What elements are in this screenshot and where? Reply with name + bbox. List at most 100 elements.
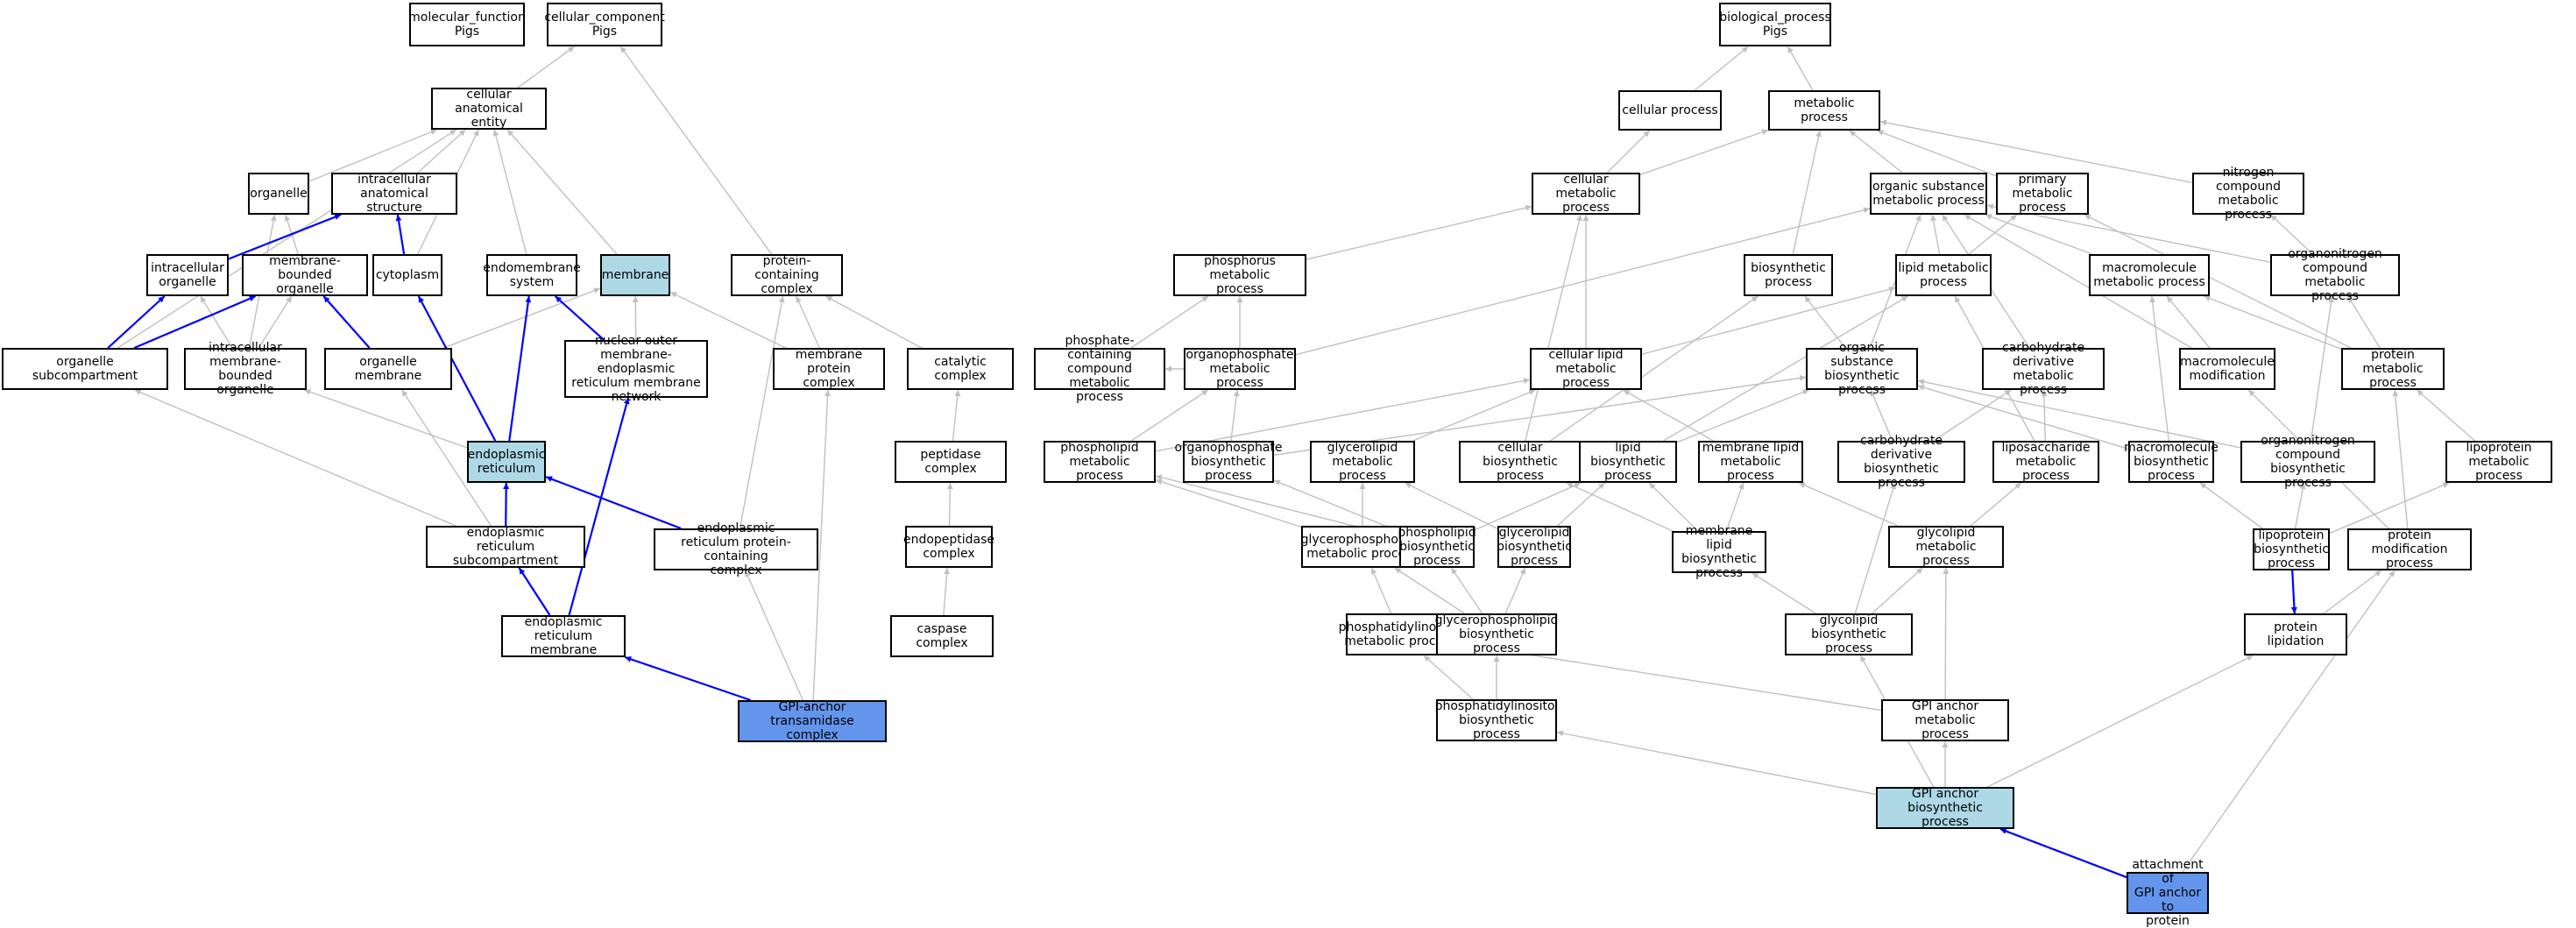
go-term-cae[interactable]: cellular anatomical entity — [431, 88, 547, 130]
go-term-lsmp[interactable]: liposaccharide metabolic process — [1992, 441, 2099, 483]
edge-ersc-to-osub — [135, 390, 456, 526]
edge-opbp-to-opmp — [1231, 390, 1237, 441]
go-term-mpc[interactable]: membrane protein complex — [773, 348, 885, 390]
go-term-cmp[interactable]: cellular metabolic process — [1532, 173, 1640, 215]
edge-lmp-to-osmp — [1932, 215, 1939, 254]
go-term-lpmp[interactable]: lipoprotein metabolic process — [2445, 441, 2552, 483]
edge-gpmp-to-plmp — [1156, 480, 1301, 528]
go-term-opbp[interactable]: organophosphate biosynthetic process — [1183, 441, 1274, 483]
path-edge-gpit-to-erm — [625, 657, 750, 700]
edge-plip-to-pmod — [2324, 570, 2381, 613]
go-term-ersc[interactable]: endoplasmic reticulum subcompartment — [426, 526, 585, 568]
go-term-pcc[interactable]: protein-containing complex — [731, 254, 843, 296]
go-term-om[interactable]: organelle membrane — [324, 348, 452, 390]
edge-macmod-to-macmp — [2167, 296, 2210, 348]
go-term-plbp[interactable]: phospholipid biosynthetic process — [1399, 526, 1475, 568]
go-term-cyto[interactable]: cytoplasm — [372, 254, 442, 296]
go-term-pmp[interactable]: primary metabolic process — [1996, 173, 2089, 215]
go-term-glmp[interactable]: glycerolipid metabolic process — [1310, 441, 1415, 483]
edge-catc-to-pcc — [825, 296, 921, 348]
go-term-plmp[interactable]: phospholipid metabolic process — [1044, 441, 1156, 483]
edge-memb-to-cae — [507, 130, 617, 254]
go-term-mf[interactable]: molecular_function Pigs — [409, 3, 525, 46]
go-term-bp[interactable]: biological_process Pigs — [1719, 3, 1831, 46]
go-term-ncmp[interactable]: nitrogen compound metabolic process — [2192, 173, 2304, 215]
edge-protmp-to-macmp — [2204, 296, 2341, 349]
go-term-cc[interactable]: cellular_component Pigs — [547, 3, 662, 46]
go-term-endo[interactable]: endomembrane system — [486, 254, 577, 296]
go-term-cdbp[interactable]: carbohydrate derivative biosynthetic pro… — [1837, 441, 1965, 483]
edge-er-to-imbo — [304, 390, 467, 448]
go-term-osub[interactable]: organelle subcompartment — [2, 348, 168, 390]
go-term-lmp[interactable]: lipid metabolic process — [1895, 254, 1992, 296]
go-term-pepc[interactable]: peptidase complex — [895, 441, 1007, 483]
go-term-gpimp[interactable]: GPI anchor metabolic process — [1881, 699, 2009, 741]
go-term-opmp[interactable]: organophosphate metabolic process — [1184, 348, 1296, 390]
edge-glbp-to-glmp — [1405, 483, 1497, 528]
go-term-caspc[interactable]: caspase complex — [890, 615, 994, 657]
path-edge-om-to-mbo — [323, 296, 369, 348]
go-term-biosyn[interactable]: biosynthetic process — [1744, 254, 1833, 296]
go-term-imbo[interactable]: intracellular membrane-bounded organelle — [184, 348, 307, 390]
go-term-osbp[interactable]: organic substance biosynthetic process — [1806, 348, 1918, 390]
go-term-cbp[interactable]: cellular biosynthetic process — [1459, 441, 1582, 483]
go-term-endopep[interactable]: endopeptidase complex — [905, 526, 993, 568]
go-term-cellproc[interactable]: cellular process — [1618, 90, 1722, 131]
edge-gpit-to-erpcc — [746, 570, 803, 700]
go-term-gpit[interactable]: GPI-anchor transamidase complex — [738, 700, 887, 742]
edge-gpbp-to-gpmp — [1395, 568, 1465, 613]
go-term-glbp[interactable]: glycerolipid biosynthetic process — [1497, 526, 1571, 568]
go-term-glybp[interactable]: glycolipid biosynthetic process — [1785, 613, 1913, 655]
go-term-macmp[interactable]: macromolecule metabolic process — [2089, 254, 2210, 296]
edge-pepc-to-catc — [952, 390, 958, 441]
go-term-oncbp[interactable]: organonitrogen compound biosynthetic pro… — [2240, 441, 2375, 483]
go-term-plip[interactable]: protein lipidation — [2244, 613, 2347, 655]
go-term-memb[interactable]: membrane — [600, 254, 670, 296]
go-term-io[interactable]: intracellular organelle — [146, 254, 229, 296]
go-term-erpcc[interactable]: endoplasmic reticulum protein-containing… — [654, 528, 818, 570]
go-term-ias[interactable]: intracellular anatomical structure — [331, 173, 457, 215]
go-term-mbo[interactable]: membrane-bounded organelle — [242, 254, 368, 296]
edge-phmp-to-cmp — [1306, 207, 1532, 260]
go-term-clmp[interactable]: cellular lipid metabolic process — [1530, 348, 1642, 390]
go-term-osmp[interactable]: organic substance metabolic process — [1870, 173, 1987, 215]
path-edge-lpbp-to-plip — [2292, 570, 2295, 613]
edge-glmp-to-clmp — [1413, 390, 1536, 441]
go-term-glymp[interactable]: glycolipid metabolic process — [1888, 526, 2004, 568]
go-term-erm[interactable]: endoplasmic reticulum membrane — [501, 615, 626, 657]
go-term-gpibp[interactable]: GPI anchor biosynthetic process — [1876, 787, 2014, 829]
go-term-pccmp[interactable]: phosphate-containing compound metabolic … — [1034, 348, 1165, 390]
go-term-macmod[interactable]: macromolecule modification — [2179, 348, 2275, 390]
go-term-lpbp[interactable]: lipoprotein biosynthetic process — [2253, 528, 2330, 570]
go-term-macbp[interactable]: macromolecule biosynthetic process — [2128, 441, 2214, 483]
path-edge-cyto-to-ias — [398, 215, 404, 254]
edge-pmod-to-protmp — [2395, 390, 2408, 528]
go-term-oncmp[interactable]: organonitrogen compound metabolic proces… — [2270, 254, 2400, 296]
go-term-cdmp[interactable]: carbohydrate derivative metabolic proces… — [1982, 348, 2105, 390]
edge-endo-to-cae — [494, 130, 527, 254]
go-term-catc[interactable]: catalytic complex — [907, 348, 1014, 390]
go-term-pmod[interactable]: protein modification process — [2347, 528, 2472, 570]
path-edge-erm-to-noem — [570, 398, 628, 615]
edge-pcc-to-cc — [620, 46, 771, 254]
go-term-protmp[interactable]: protein metabolic process — [2341, 348, 2445, 390]
go-term-mlbp[interactable]: membrane lipid biosynthetic process — [1672, 531, 1766, 573]
edge-cbp-to-cmp — [1525, 215, 1581, 441]
edge-glymp-to-lsmp — [1971, 483, 2021, 526]
go-term-att[interactable]: attachment of GPI anchor to protein — [2127, 872, 2209, 914]
go-term-pibp[interactable]: phosphatidylinositol biosynthetic proces… — [1436, 699, 1557, 741]
go-term-organelle[interactable]: organelle — [248, 173, 309, 215]
go-term-mlmp[interactable]: membrane lipid metabolic process — [1698, 441, 1803, 483]
go-term-metproc[interactable]: metabolic process — [1768, 90, 1880, 131]
go-term-gpbp[interactable]: glycerophospholipid biosynthetic process — [1436, 613, 1557, 655]
go-term-noem[interactable]: nuclear outer membrane-endoplasmic retic… — [564, 340, 708, 398]
edge-cmp-to-metproc — [1640, 130, 1768, 174]
go-term-lbp[interactable]: lipid biosynthetic process — [1579, 441, 1677, 483]
go-term-phmp[interactable]: phosphorus metabolic process — [1173, 254, 1306, 296]
edge-gpbp-to-plbp — [1451, 568, 1482, 613]
edge-lmp-to-pmp — [1969, 215, 2017, 254]
edge-macmp-to-osmp — [1985, 215, 2092, 254]
edge-osub-to-cae — [117, 130, 456, 348]
go-term-er[interactable]: endoplasmic reticulum — [467, 441, 546, 483]
